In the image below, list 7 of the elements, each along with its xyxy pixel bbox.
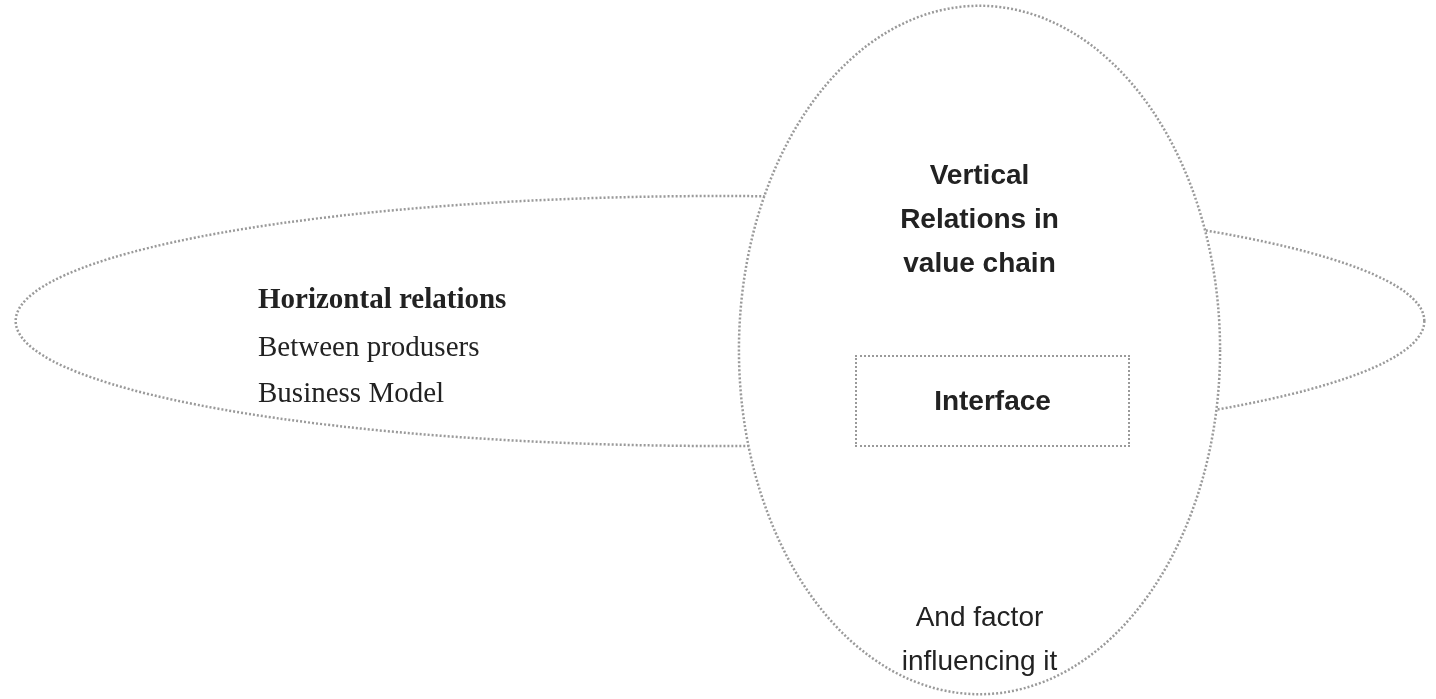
body-text: And factor influencing it [900,600,1059,678]
body-text: Business Model [258,375,445,409]
heading-text: Horizontal relations [258,281,507,315]
body-text: Between produsers [258,329,480,363]
interface-box [855,355,1130,447]
box-label: Interface [934,384,1051,418]
heading-text: Vertical Relations in value chain [899,158,1060,280]
